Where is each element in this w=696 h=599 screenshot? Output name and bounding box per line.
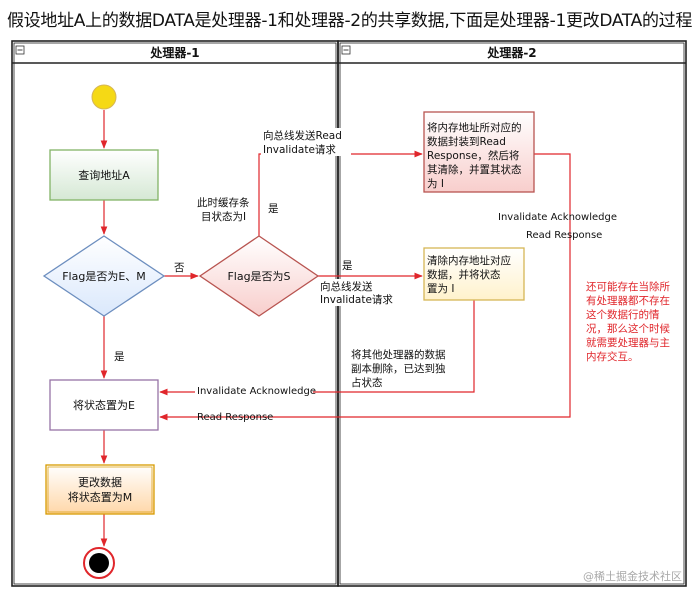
label-send-read-invalidate: 向总线发送Read [263,129,342,142]
edge-read-response [159,153,571,421]
svg-text:况，那么这个时候: 况，那么这个时候 [586,322,670,335]
decision-flag-s: Flag是否为S [198,235,320,317]
label-read-response: Read Response [197,412,273,423]
svg-text:置为 I: 置为 I [427,283,454,295]
end-node [83,547,115,579]
note-main-memory: 还可能存在当除所 有处理器都不存在 这个数据行的情 况，那么这个时候 就需要处理… [586,280,670,363]
svg-text:将状态置为E: 将状态置为E [73,398,135,412]
svg-text:数据，并将状态: 数据，并将状态 [427,268,501,281]
start-node [91,84,117,110]
label-invalidate-ack-p2: Invalidate Acknowledge [498,212,617,223]
label-other-delete: 副本删除，已达到独 [351,362,446,375]
label-yes-s-invalidate: 是 [342,260,353,272]
label-send-invalidate: 向总线发送 [320,280,373,293]
node-set-state-e: 将状态置为E [49,379,159,431]
node-query-address: 查询地址A [49,149,159,201]
svg-text:这个数据行的情: 这个数据行的情 [586,308,660,321]
svg-text:将状态置为M: 将状态置为M [68,490,133,504]
svg-text:Response，然后将: Response，然后将 [427,149,519,162]
label-send-read-invalidate: Invalidate请求 [263,143,336,156]
label-yes-s: 是 [268,203,279,215]
svg-text:还可能存在当除所: 还可能存在当除所 [586,280,670,293]
lane-title-processor-1: 处理器-1 [149,45,199,60]
watermark: @稀土掘金技术社区 [583,569,682,583]
svg-text:Flag是否为E、M: Flag是否为E、M [62,270,146,283]
label-cache-state-i: 目状态为I [201,210,246,223]
lane-title-processor-2: 处理器-2 [486,45,536,60]
svg-text:查询地址A: 查询地址A [78,168,130,182]
svg-text:就需要处理器与主: 就需要处理器与主 [586,336,670,349]
node-p2-clear: 清除内存地址对应 数据，并将状态 置为 I [423,247,525,301]
label-no: 否 [174,262,185,274]
label-other-delete: 占状态 [351,376,383,389]
page-title: 假设地址A上的数据DATA是处理器-1和处理器-2的共享数据,下面是处理器-1更… [7,11,693,31]
svg-text:更改数据: 更改数据 [78,475,122,489]
svg-text:内存交互。: 内存交互。 [586,350,639,363]
edge-labels: 否 是 是 是 向总线发送Read Invalidate请求 向总线发送 Inv… [114,128,617,423]
decision-flag-em: Flag是否为E、M [42,235,166,317]
node-p2-read-response: 将内存地址所对应的 数据封装到Read Response，然后将 其清除，并置其… [423,111,535,193]
label-cache-state-i: 此时缓存条 [197,196,250,209]
node-update-data: 更改数据 将状态置为M [45,464,155,515]
svg-text:为 I: 为 I [427,178,444,190]
svg-text:其清除，并置其状态: 其清除，并置其状态 [427,163,522,176]
edge-s-no-read-invalidate [258,150,423,238]
svg-text:Flag是否为S: Flag是否为S [227,270,290,283]
label-invalidate-ack: Invalidate Acknowledge [197,386,316,397]
svg-text:清除内存地址对应: 清除内存地址对应 [427,254,511,267]
label-send-invalidate: Invalidate请求 [320,293,393,306]
svg-text:将内存地址所对应的: 将内存地址所对应的 [427,121,522,134]
svg-text:有处理器都不存在: 有处理器都不存在 [586,294,670,307]
label-yes-em: 是 [114,351,125,363]
svg-text:数据封装到Read: 数据封装到Read [427,135,506,148]
edge-invalidate-ack [159,300,475,396]
swimlane-processor-2: 处理器-2 [337,40,687,587]
label-read-response-p2: Read Response [526,230,602,241]
label-other-delete: 将其他处理器的数据 [351,348,446,361]
